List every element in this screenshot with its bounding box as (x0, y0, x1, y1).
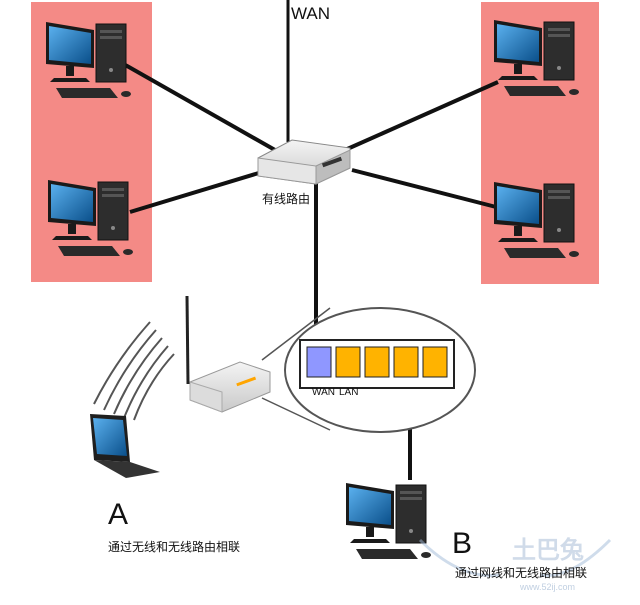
wifi-signal-icon (93, 321, 175, 421)
cable-top-right (344, 80, 499, 152)
cable-top-left (119, 60, 276, 152)
watermark-url: www.52ij.com (520, 582, 576, 592)
desktop-computer-b (345, 482, 432, 560)
laptop-icon (90, 414, 160, 478)
wired-router-label: 有线路由 (262, 192, 311, 206)
config-b-caption: 通过网线和无线路由相联 (455, 566, 588, 580)
cable-bottom-right (351, 168, 501, 210)
callout-line-top (261, 307, 331, 361)
port-lan-3 (393, 346, 419, 378)
wan-uplink-label: WAN (291, 4, 331, 23)
port-lan-1 (335, 346, 361, 378)
port-lan-2 (364, 346, 390, 378)
cable-bottom-left (129, 170, 263, 214)
watermark-logo (418, 538, 612, 578)
port-lan-4 (422, 346, 448, 378)
port-wan (306, 346, 332, 378)
wireless-router-icon (185, 295, 271, 413)
wired-router-icon (257, 139, 351, 185)
config-a-caption: 通过无线和无线路由相联 (108, 540, 241, 554)
port-lan-label: LAN (339, 387, 359, 398)
port-wan-label: WAN (312, 387, 335, 398)
config-b-letter: B (452, 527, 473, 560)
watermark-text: 土巴兔 (512, 536, 584, 564)
callout-line-bottom (261, 397, 331, 431)
config-a-letter: A (108, 498, 129, 531)
